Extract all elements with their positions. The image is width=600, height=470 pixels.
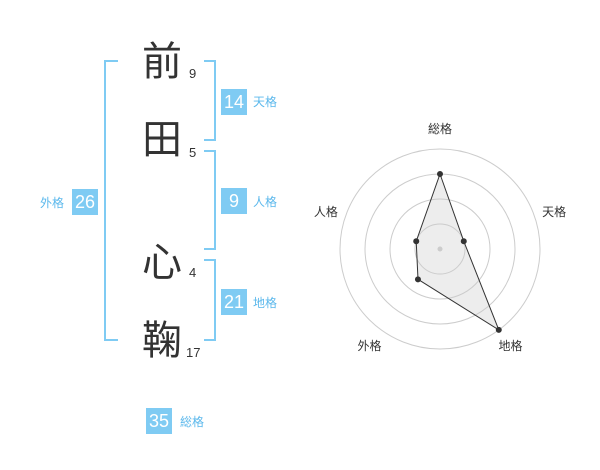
radar-ring: [339, 148, 541, 350]
radar-axis-label-1: 総格: [428, 121, 452, 136]
name-char-1: 前: [142, 39, 182, 85]
gaikaku-label: 外格: [40, 196, 65, 210]
radar-area: [415, 172, 500, 332]
radar-ring: [414, 223, 466, 275]
radar-center: [437, 246, 443, 252]
radar-point-1: [437, 171, 443, 177]
jinkaku-bracket: [204, 150, 216, 250]
radar-point-2: [460, 238, 467, 245]
stroke-count-2: 5: [189, 145, 197, 160]
jinkaku-value-badge: 9: [221, 188, 247, 214]
soukaku-label: 総格: [180, 415, 205, 429]
stroke-count-4: 17: [186, 345, 201, 360]
chikaku-label: 地格: [253, 296, 278, 310]
radar-axis-label-5: 人格: [314, 204, 338, 219]
gaikaku-value-badge: 26: [72, 189, 98, 215]
stroke-count-3: 4: [189, 265, 197, 280]
chikaku-value-badge: 21: [221, 289, 247, 315]
radar-grid: [339, 148, 541, 350]
soukaku-value-badge: 35: [146, 408, 172, 434]
stroke-count-1: 9: [189, 66, 197, 81]
radar-axis-label-3: 地格: [498, 338, 522, 353]
radar-point-4: [414, 276, 421, 283]
name-char-3: 心: [142, 240, 182, 286]
tenkaku-label: 天格: [253, 95, 278, 109]
radar-point-3: [495, 326, 502, 333]
tenkaku-value-badge: 14: [221, 89, 247, 115]
name-char-2: 田: [142, 117, 182, 163]
tenkaku-bracket: [204, 60, 216, 141]
radar-axis-label-2: 天格: [542, 204, 566, 219]
gaikaku-bracket: [104, 60, 118, 341]
radar-ring: [389, 198, 491, 300]
radar-point-5: [413, 238, 420, 245]
chikaku-bracket: [204, 259, 216, 341]
name-char-4: 鞠: [142, 318, 182, 364]
radar-points: [413, 171, 502, 333]
jinkaku-label: 人格: [253, 195, 278, 209]
radar-axis-label-4: 外格: [357, 338, 381, 353]
